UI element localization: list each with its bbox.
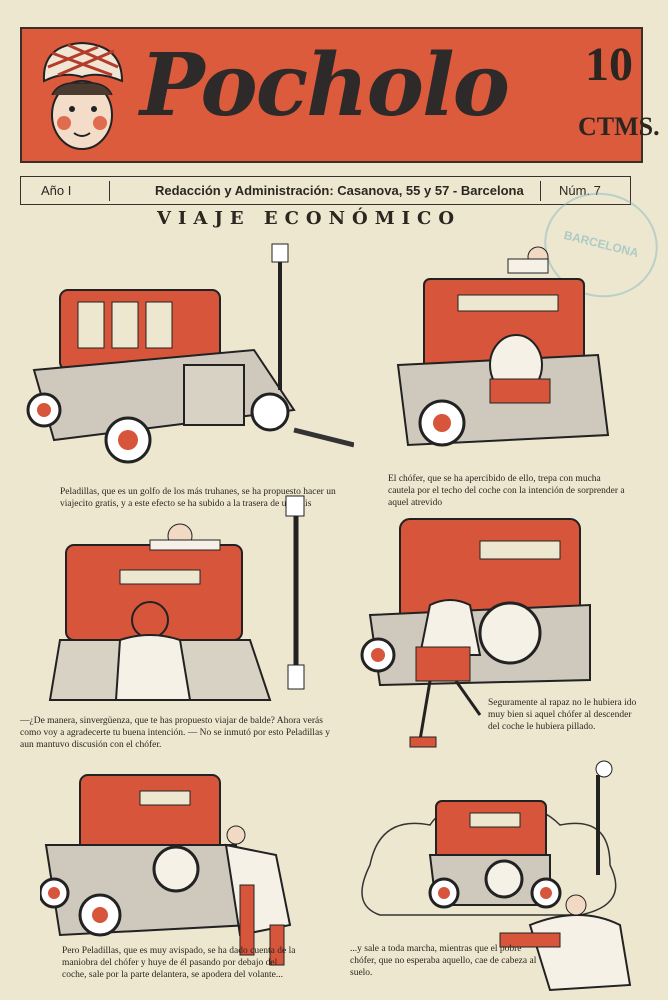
newspaper-title: Pocholo — [140, 35, 510, 136]
caption-panel-6: ...y sale a toda marcha, mientras que el… — [350, 944, 537, 978]
issue-number: Núm. 7 — [559, 183, 601, 198]
year-label: Año I — [41, 183, 72, 198]
panel-3-illustration — [48, 495, 305, 701]
caption-panel-4: Seguramente al rapaz no le hubiera ido m… — [488, 698, 637, 732]
caption-panel-2: El chófer, que se ha apercibido de ello,… — [388, 474, 625, 508]
panel-1-illustration — [26, 243, 354, 464]
divider — [109, 181, 110, 201]
panel-2-illustration — [396, 246, 610, 447]
price-unit: CTMS. — [578, 112, 660, 141]
masthead: Pocholo 10 CTMS. — [20, 27, 660, 163]
caption-panel-3: —¿De manera, sinvergüenza, que te has pr… — [20, 716, 330, 750]
panel-5-illustration — [40, 774, 292, 966]
info-bar: Año I Redacción y Administración: Casano… — [20, 176, 631, 205]
caption-panel-5: Pero Peladillas, que es muy avispado, se… — [62, 946, 296, 980]
caption-panel-1: Peladillas, que es un golfo de los más t… — [60, 487, 336, 509]
headline: VIAJE ECONÓMICO — [157, 208, 462, 229]
price-number: 10 — [585, 38, 633, 91]
boy-face-logo-icon — [42, 41, 124, 150]
panel-4-illustration — [360, 518, 591, 748]
divider — [540, 181, 541, 201]
panel-6-illustration — [361, 760, 632, 992]
address-label: Redacción y Administración: Casanova, 55… — [155, 183, 524, 198]
